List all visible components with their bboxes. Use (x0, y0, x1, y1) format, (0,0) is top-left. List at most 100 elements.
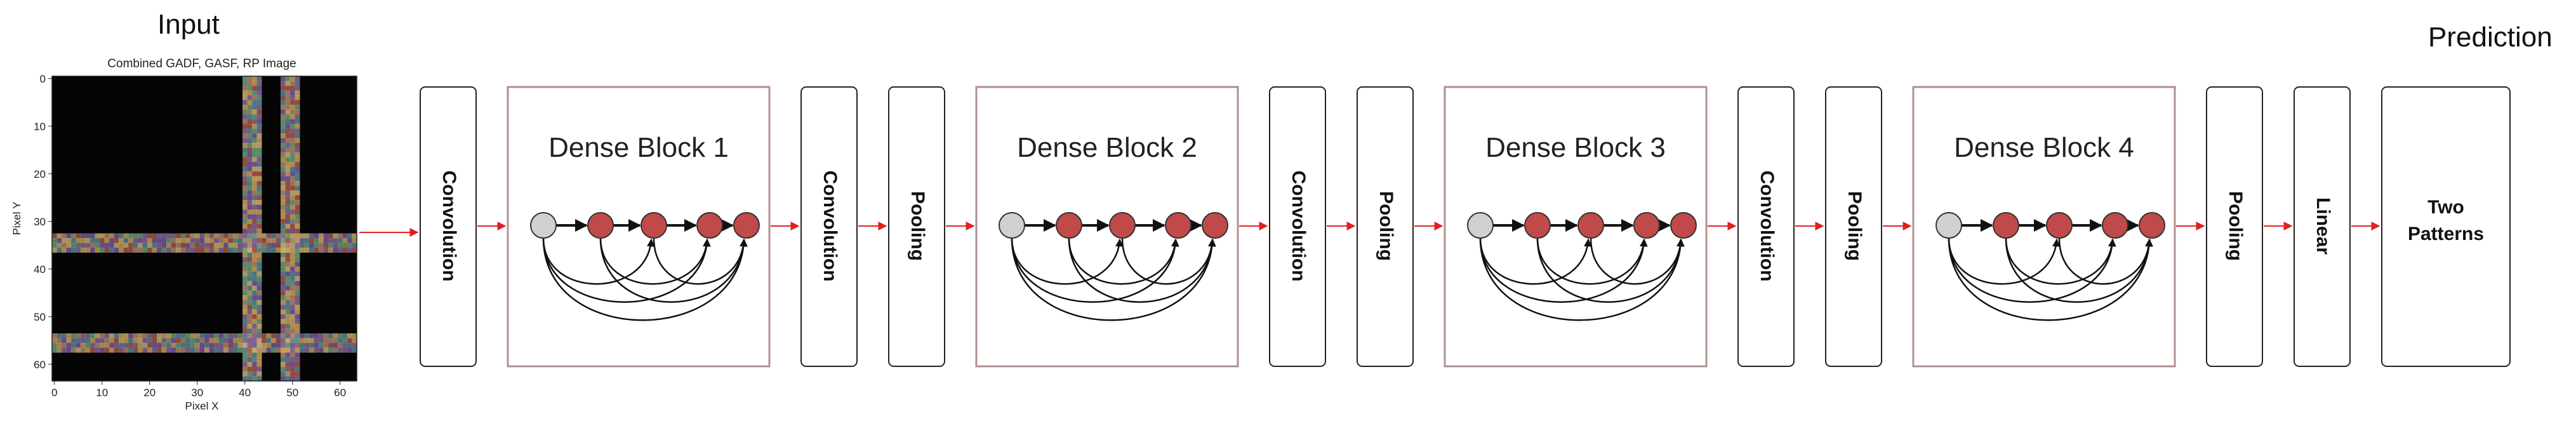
image-band-pixel (256, 171, 262, 177)
image-band-pixel (123, 343, 129, 348)
image-band-pixel (314, 238, 319, 243)
image-band-pixel (119, 248, 124, 253)
image-band-pixel (242, 114, 248, 119)
input-node (530, 212, 557, 239)
image-band-pixel (252, 114, 257, 119)
image-band-pixel (104, 333, 110, 338)
image-band-pixel (247, 223, 253, 229)
image-band-pixel (242, 109, 248, 115)
image-band-pixel (295, 157, 300, 163)
image-band-pixel (252, 295, 257, 300)
image-band-pixel (81, 347, 86, 353)
image-band-pixel (204, 243, 209, 248)
image-band-pixel (290, 366, 295, 372)
image-band-pixel (166, 333, 171, 338)
image-band-pixel (237, 338, 243, 343)
image-band-pixel (180, 243, 186, 248)
image-band-pixel (52, 347, 57, 353)
image-band-pixel (66, 343, 72, 348)
image-band-pixel (237, 238, 243, 243)
image-band-pixel (204, 347, 209, 353)
image-band-pixel (252, 219, 257, 224)
layer-label: Convolution (439, 171, 460, 282)
image-band-pixel (133, 243, 138, 248)
image-band-pixel (190, 238, 196, 243)
image-band-pixel (281, 81, 286, 86)
image-band-pixel (300, 338, 305, 343)
image-band-pixel (252, 95, 257, 100)
image-band-pixel (180, 347, 186, 353)
image-band-pixel (290, 195, 295, 201)
image-band-pixel (290, 157, 295, 163)
image-band-pixel (190, 347, 196, 353)
image-band-pixel (252, 138, 257, 143)
image-band-pixel (256, 314, 262, 319)
image-band-pixel (166, 338, 171, 343)
image-band-pixel (256, 309, 262, 315)
layer-box (1269, 86, 1326, 367)
image-band-pixel (285, 243, 291, 248)
image-band-pixel (295, 119, 300, 124)
image-band-pixel (242, 305, 248, 310)
image-band-pixel (152, 343, 157, 348)
image-band-pixel (285, 214, 291, 220)
image-band-pixel (295, 328, 300, 334)
image-band-pixel (256, 362, 262, 367)
input-node (1467, 212, 1494, 239)
image-band-pixel (295, 76, 300, 81)
image-band-pixel (252, 162, 257, 167)
image-band-pixel (228, 248, 234, 253)
image-band-pixel (138, 248, 143, 253)
image-band-pixel (242, 105, 248, 110)
image-band-pixel (256, 214, 262, 220)
image-band-pixel (290, 181, 295, 186)
image-band-pixel (252, 243, 257, 248)
y-tick-label: 20 (34, 168, 46, 180)
image-band-pixel (142, 333, 148, 338)
image-band-pixel (256, 133, 262, 138)
image-band-pixel (256, 324, 262, 329)
image-band-pixel (85, 243, 91, 248)
image-band-pixel (247, 295, 253, 300)
image-band-pixel (242, 357, 248, 363)
image-band-pixel (342, 248, 348, 253)
image-band-pixel (247, 305, 253, 310)
image-band-pixel (242, 223, 248, 229)
image-band-pixel (247, 343, 253, 348)
image-band-pixel (295, 210, 300, 215)
image-band-pixel (266, 243, 272, 248)
image-band-pixel (285, 238, 291, 243)
image-band-pixel (242, 248, 248, 253)
image-band-pixel (256, 376, 262, 382)
image-band-pixel (281, 119, 286, 124)
image-band-pixel (152, 338, 157, 343)
image-band-pixel (104, 243, 110, 248)
image-band-pixel (85, 233, 91, 239)
image-band-pixel (256, 138, 262, 143)
image-band-pixel (256, 147, 262, 153)
image-band-pixel (114, 333, 119, 338)
image-band-pixel (309, 243, 314, 248)
image-band-pixel (256, 357, 262, 363)
output-label-line2: Patterns (2408, 223, 2484, 244)
image-band-pixel (237, 243, 243, 248)
image-band-pixel (214, 343, 219, 348)
image-band-pixel (295, 86, 300, 91)
image-band-pixel (142, 243, 148, 248)
image-band-pixel (138, 243, 143, 248)
image-band-pixel (52, 333, 57, 338)
image-band-pixel (295, 366, 300, 372)
image-band-pixel (266, 248, 272, 253)
image-band-pixel (247, 248, 253, 253)
image-band-pixel (262, 343, 267, 348)
image-band-pixel (242, 181, 248, 186)
dense-skip-connection (1948, 237, 2116, 303)
image-band-pixel (285, 109, 291, 115)
image-band-pixel (147, 347, 152, 353)
image-band-pixel (123, 333, 129, 338)
image-band-pixel (62, 347, 67, 353)
image-band-pixel (242, 219, 248, 224)
dense-skip-connection (1590, 237, 1685, 285)
image-band-pixel (109, 343, 114, 348)
image-band-pixel (300, 243, 305, 248)
